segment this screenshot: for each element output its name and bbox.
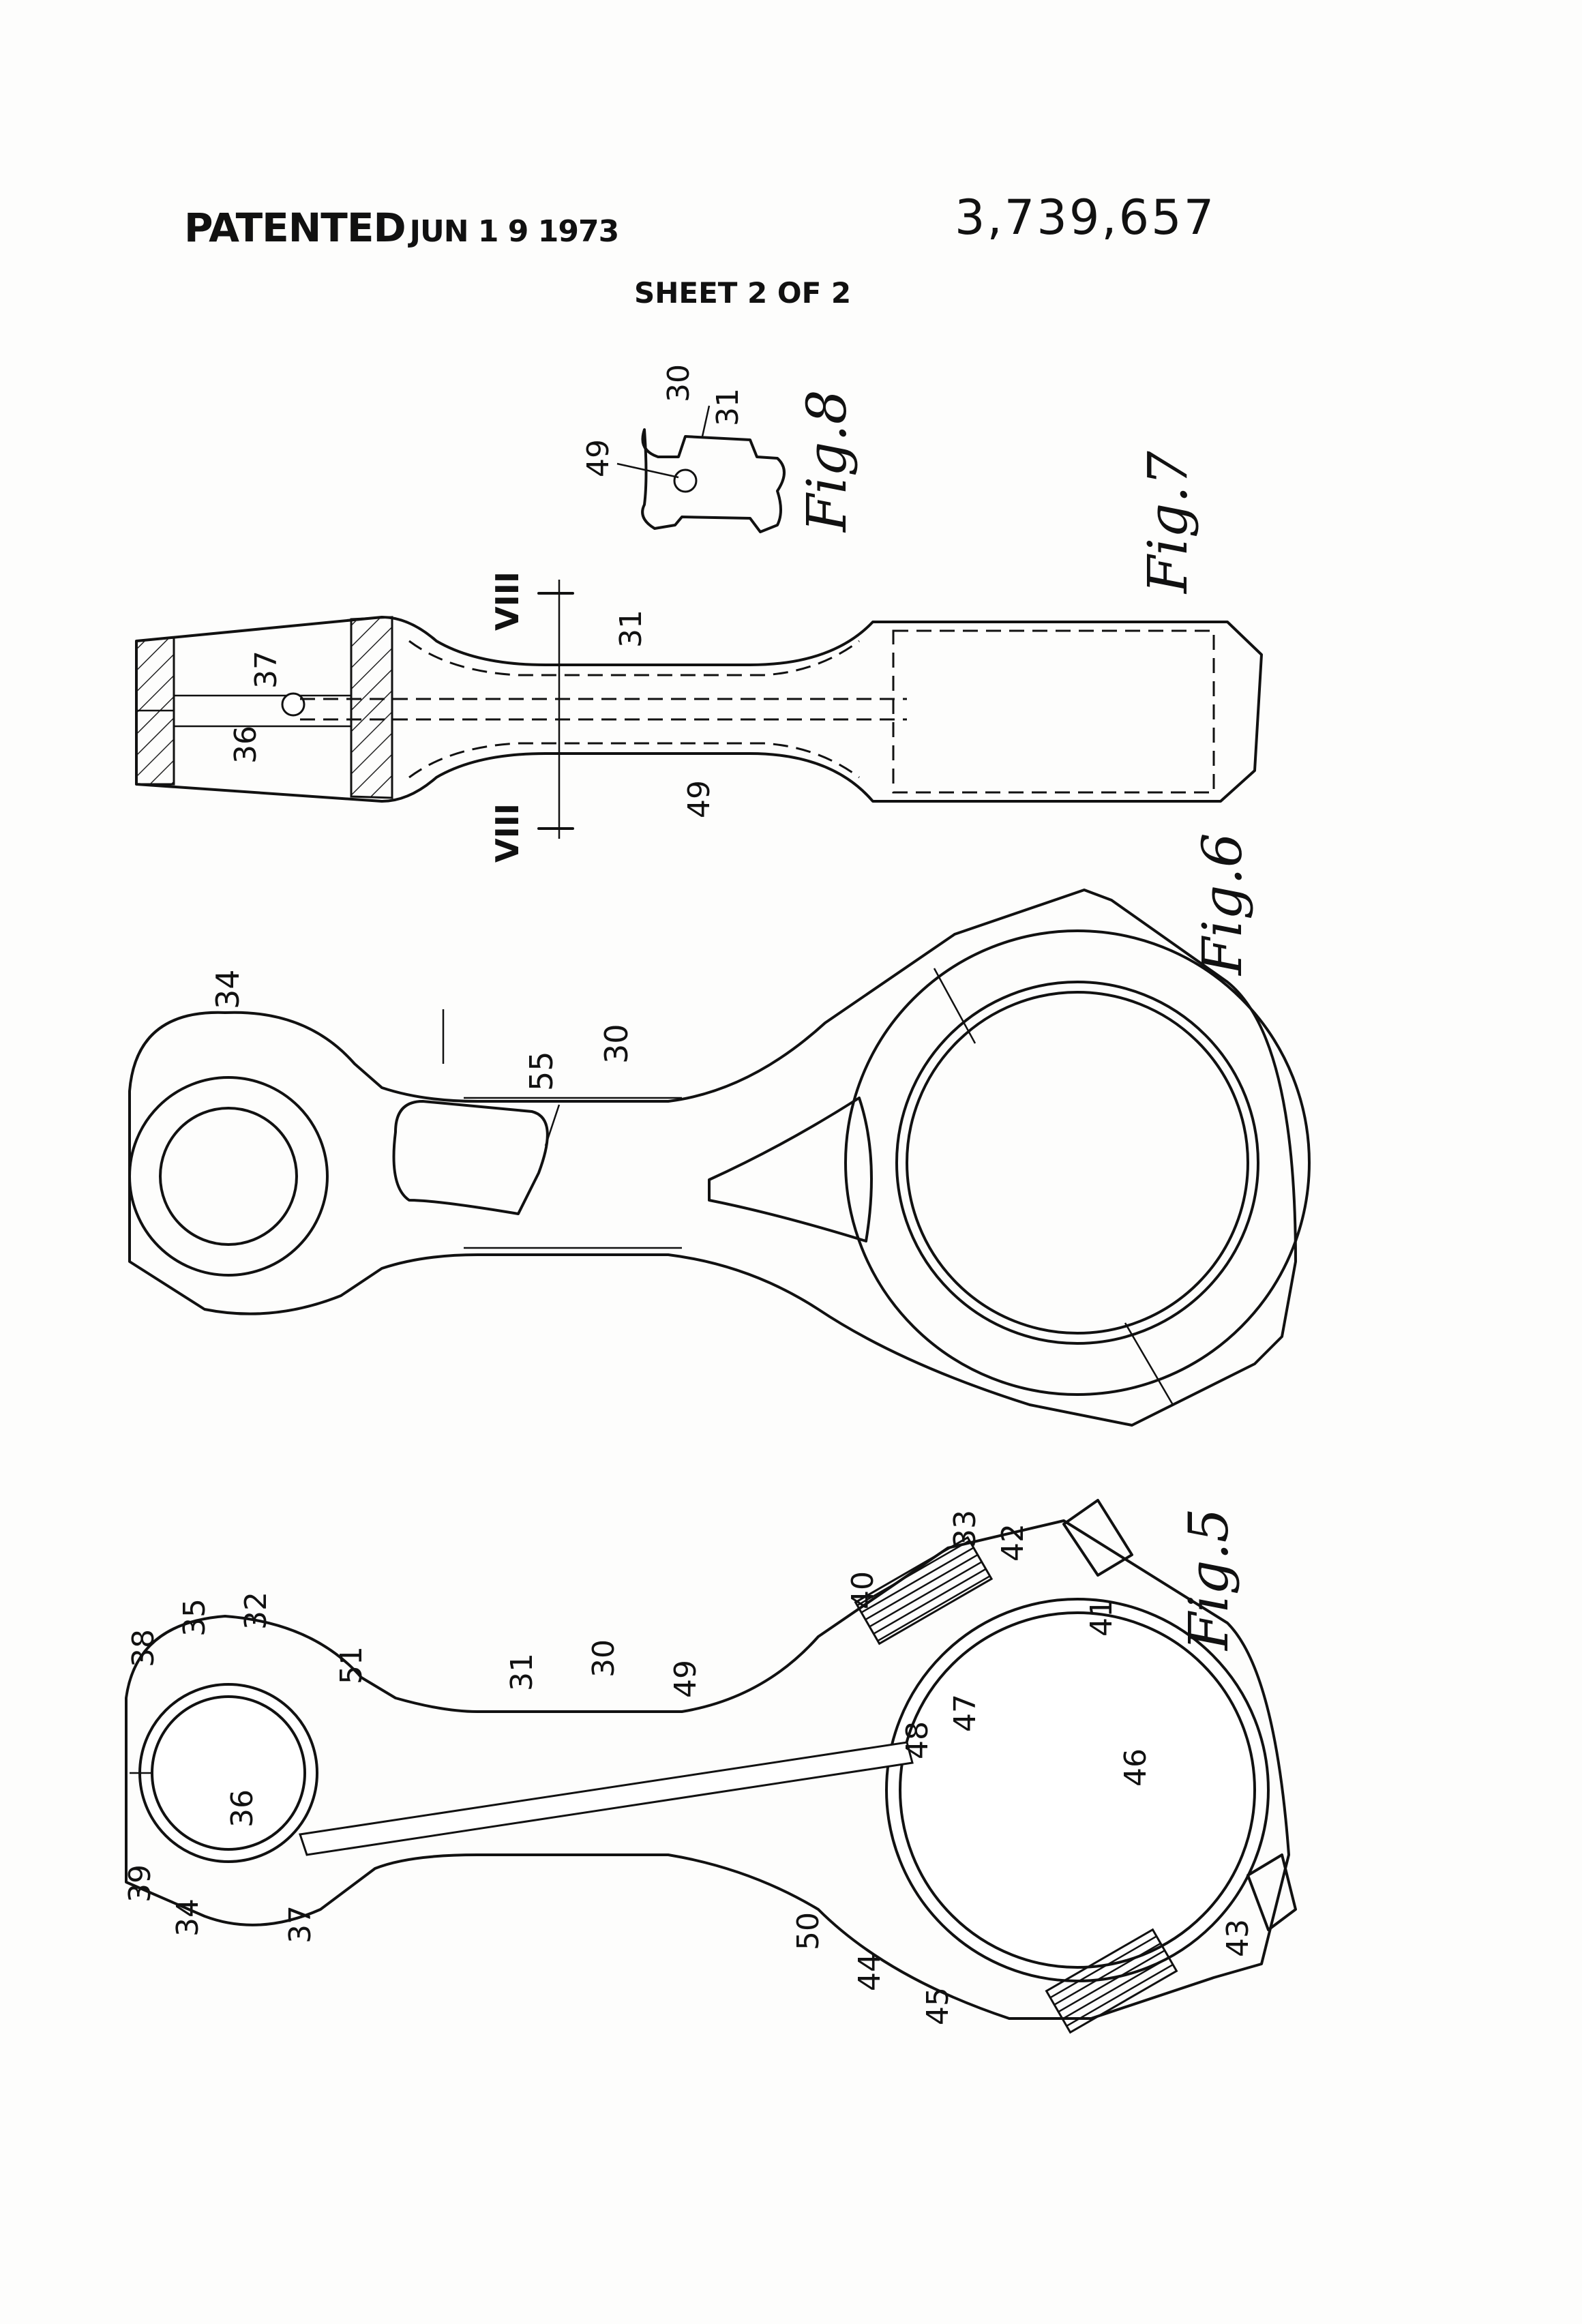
- fig6-ref-34: 34: [209, 969, 246, 1009]
- fig6-split-line: [934, 968, 975, 1043]
- fig7-ref-37: 37: [249, 651, 284, 689]
- fig8-section: 49 30 31 Fig.8: [581, 364, 859, 533]
- fig5-ref-39: 39: [123, 1864, 158, 1903]
- fig7-ref-49: 49: [682, 780, 717, 818]
- fig5-ref-43: 43: [1221, 1919, 1255, 1957]
- fig5-ref-35: 35: [177, 1598, 212, 1637]
- fig8-i-beam-section: [642, 430, 784, 532]
- fig7-side-view: VIII VIII 31 36 37 49 Fig.7: [136, 451, 1262, 863]
- leader: [702, 406, 709, 436]
- fig7-ref-36: 36: [228, 726, 263, 764]
- fig7-small-end-section-right: [351, 617, 392, 798]
- fig6-split-line: [1125, 1323, 1173, 1405]
- fig7-oil-hole: [282, 694, 304, 715]
- fig5-ref-34: 34: [170, 1898, 205, 1937]
- fig5-ref-33: 33: [948, 1510, 983, 1548]
- fig7-caption: Fig.7: [1136, 451, 1199, 595]
- fig7-section-mark-top: VIII: [489, 571, 526, 631]
- fig5-caption: Fig.5: [1177, 1508, 1240, 1652]
- fig5-ref-30: 30: [586, 1639, 621, 1678]
- fig5-ref-37: 37: [283, 1905, 318, 1943]
- fig5-ref-32: 32: [239, 1592, 273, 1630]
- fig8-oil-bore: [674, 470, 696, 492]
- fig6-ref-30: 30: [598, 1024, 635, 1064]
- fig5-section-view: 38 35 32 51 31 30 49 40 33 42 41 47 48 4…: [123, 1500, 1296, 2032]
- fig6-small-end-bore: [160, 1108, 297, 1245]
- fig7-section-mark-bottom: VIII: [489, 803, 526, 863]
- fig5-ref-48: 48: [900, 1721, 935, 1759]
- fig7-bearing-bore-hidden: [893, 631, 1214, 792]
- fig5-ref-38: 38: [126, 1629, 161, 1667]
- fig6-big-end-outer: [897, 982, 1258, 1343]
- fig6-big-end-boss: [846, 931, 1309, 1395]
- fig5-ref-31: 31: [505, 1653, 539, 1691]
- fig6-web-pocket-left: [394, 1101, 548, 1214]
- fig5-ref-49: 49: [668, 1660, 703, 1698]
- fig6-big-end-bore: [907, 992, 1248, 1333]
- fig5-ref-45: 45: [921, 1987, 955, 2025]
- leader: [617, 464, 678, 477]
- fig5-big-end-bore: [900, 1613, 1255, 1967]
- fig8-ref-49: 49: [581, 439, 616, 477]
- fig5-upper-bolt-head: [1064, 1500, 1132, 1575]
- fig7-ref-31: 31: [614, 610, 648, 648]
- fig6-ref-55: 55: [523, 1051, 560, 1091]
- fig5-ref-40: 40: [846, 1571, 880, 1609]
- fig5-ref-47: 47: [948, 1694, 983, 1732]
- fig5-ref-44: 44: [852, 1953, 887, 1991]
- fig5-ref-41: 41: [1084, 1598, 1119, 1637]
- fig7-rod-outline: [136, 617, 1262, 801]
- fig6-rod-outline: [130, 890, 1296, 1425]
- fig5-ref-42: 42: [996, 1523, 1030, 1562]
- fig5-ref-36: 36: [225, 1789, 260, 1828]
- fig8-ref-30: 30: [661, 364, 696, 402]
- fig6-caption: Fig.6: [1191, 833, 1254, 977]
- fig8-ref-31: 31: [711, 388, 745, 426]
- fig5-ref-51: 51: [334, 1646, 369, 1684]
- fig5-oil-passage: [300, 1742, 912, 1855]
- fig6-web-pocket-right: [709, 1098, 871, 1241]
- fig5-ref-50: 50: [791, 1912, 826, 1950]
- fig5-ref-46: 46: [1118, 1748, 1153, 1787]
- fig8-caption: Fig.8: [795, 389, 859, 533]
- fig6-plan-view: 34 55 30 Fig.6: [130, 833, 1309, 1425]
